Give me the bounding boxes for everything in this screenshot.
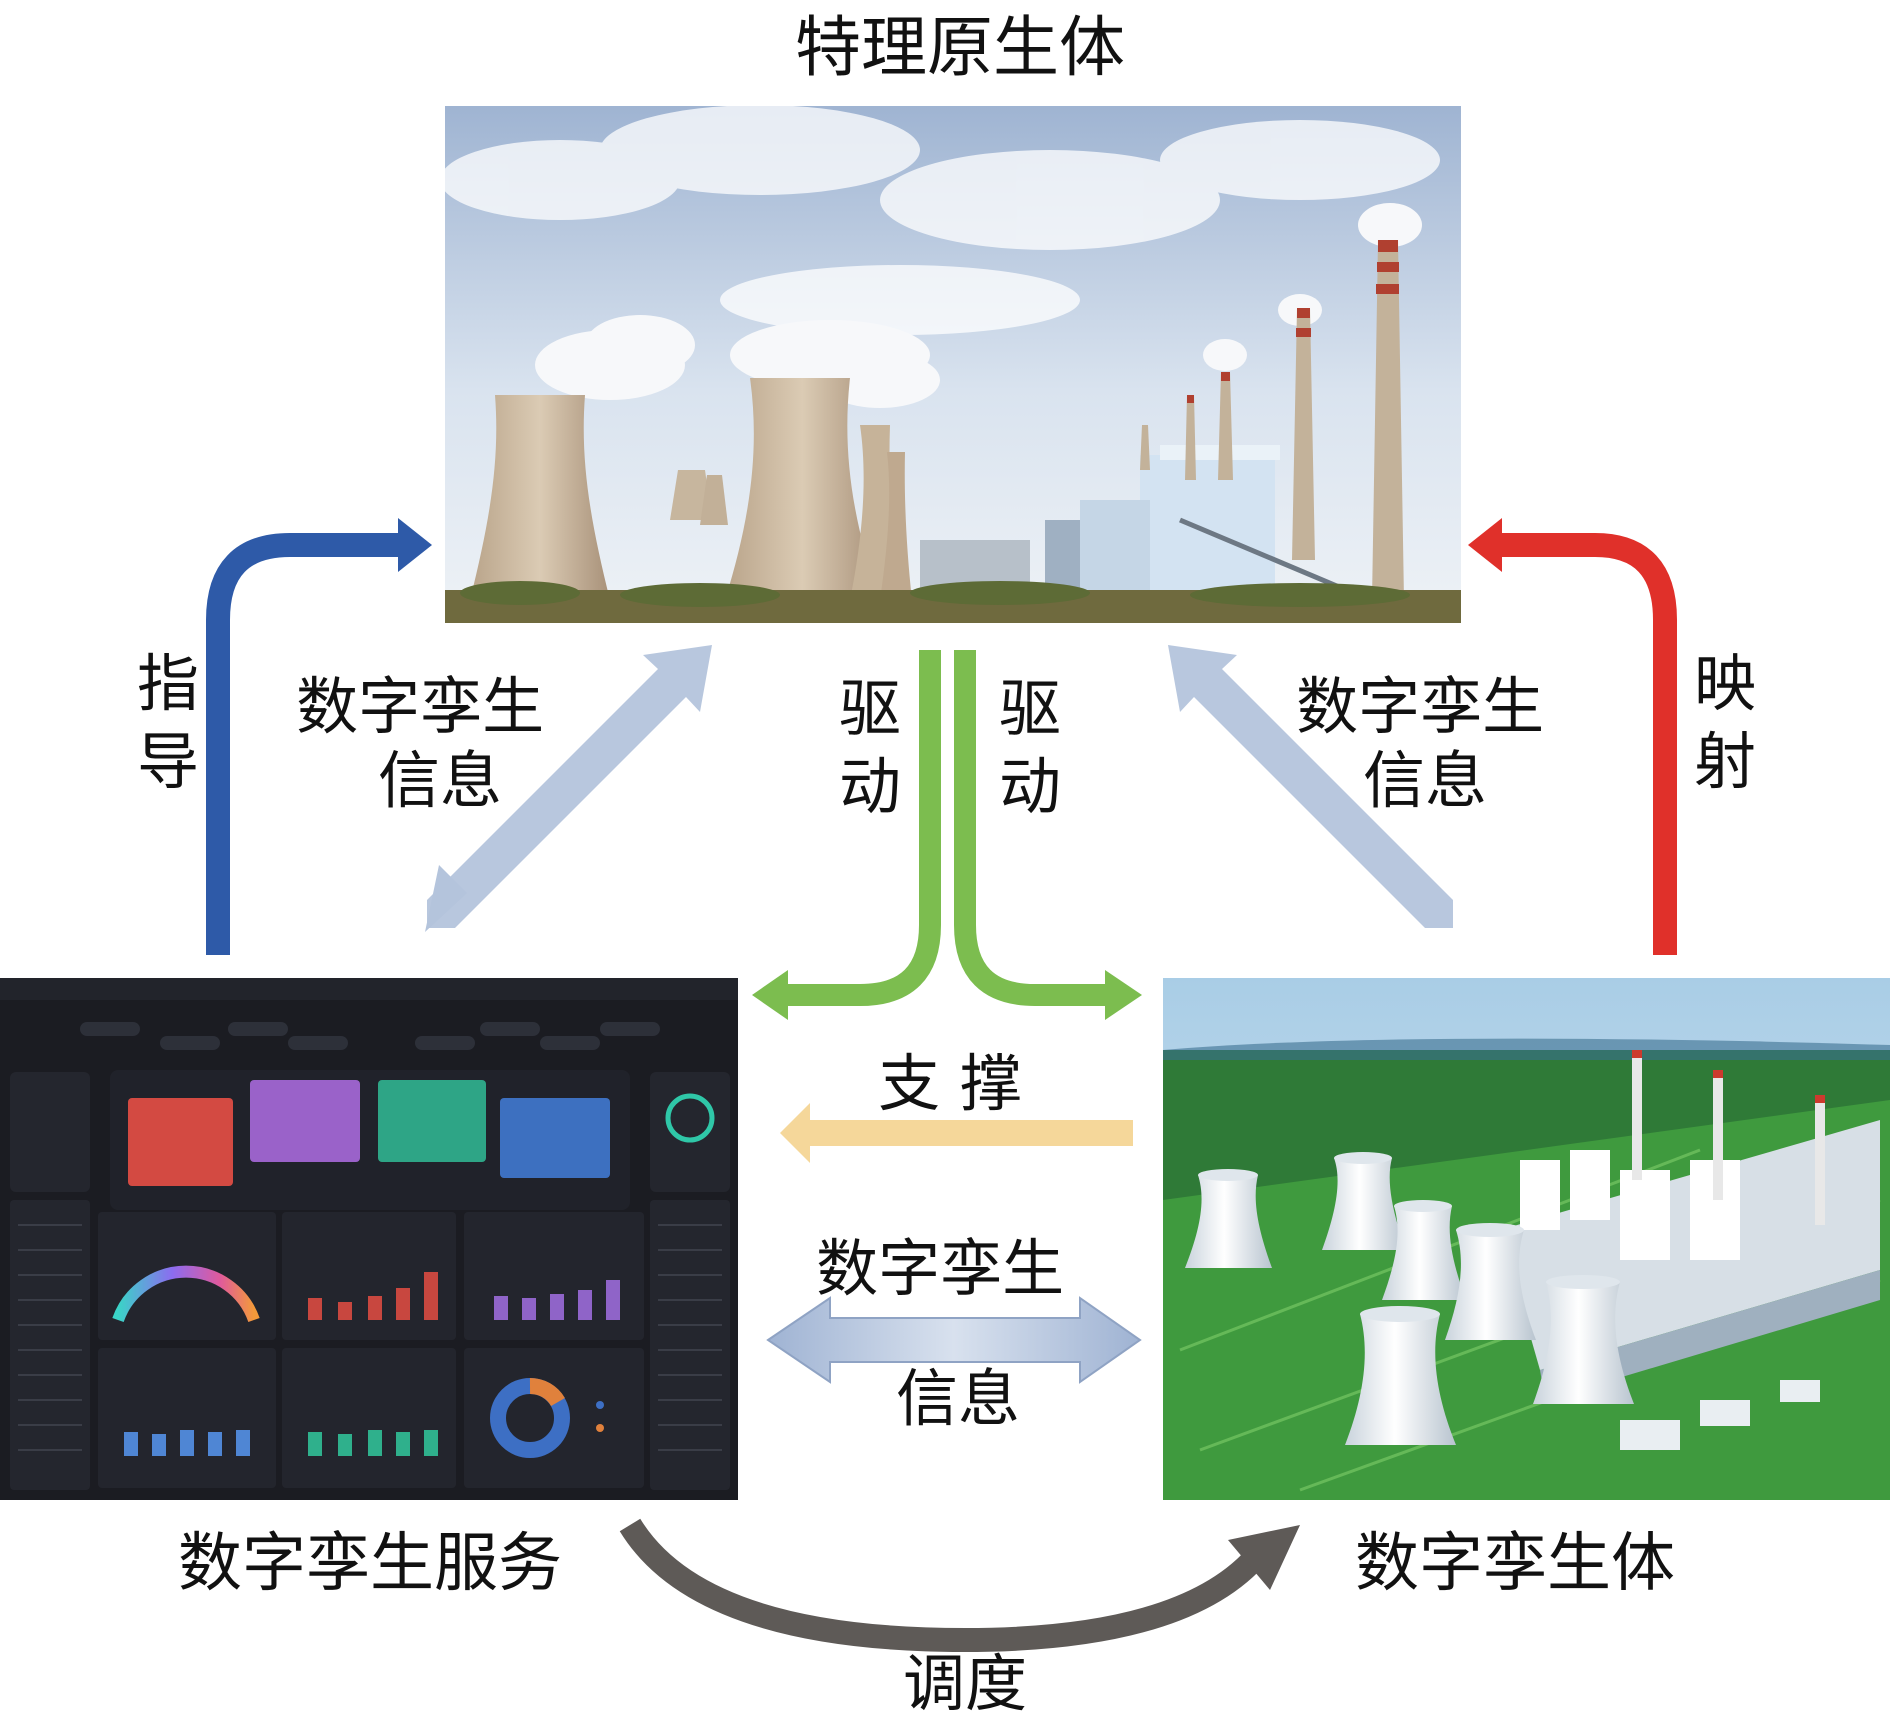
info-arrow-bottom — [766, 1296, 1142, 1384]
dispatch-arrow — [619, 1518, 1300, 1653]
dispatch-label: 调度 — [903, 1647, 1027, 1715]
support-arrow — [780, 1103, 1133, 1163]
guide-label-char: 导 — [137, 725, 199, 798]
drive-left-label-char: 驱 — [839, 672, 901, 745]
drive-right-label: 驱动 — [999, 672, 1061, 823]
guide-label-char: 指 — [137, 647, 199, 720]
info-arrow-left — [425, 645, 712, 932]
info-right-line1: 数字孪生 — [1296, 670, 1544, 743]
twin-entity-model — [1163, 978, 1890, 1500]
guide-label: 指导 — [137, 647, 199, 798]
map-arrow — [1468, 518, 1677, 955]
drive-right-label-char: 动 — [999, 750, 1061, 823]
guide-arrow — [206, 518, 432, 955]
info-bottom-line1: 数字孪生 — [816, 1232, 1064, 1305]
info-arrow-right — [1168, 645, 1453, 928]
power-plant-photo — [440, 105, 1461, 623]
info-left-line2: 信息 — [378, 744, 502, 817]
drive-arrows — [752, 650, 1142, 1020]
info-right-line2: 信息 — [1363, 744, 1487, 817]
drive-right-label-char: 驱 — [999, 672, 1061, 745]
info-left-label: 数字孪生 信息 — [296, 670, 564, 817]
info-right-label: 数字孪生 信息 — [1296, 670, 1564, 817]
info-left-line1: 数字孪生 — [296, 670, 544, 743]
map-label: 映射 — [1694, 647, 1756, 798]
twin-entity-label: 数字孪生体 — [1355, 1527, 1675, 1601]
twin-service-dashboard — [0, 978, 738, 1500]
info-bottom-line2: 信息 — [896, 1362, 1020, 1435]
drive-left-label-char: 动 — [839, 750, 901, 823]
map-label-char: 映 — [1694, 647, 1756, 720]
twin-service-label: 数字孪生服务 — [178, 1527, 562, 1601]
info-bottom-label: 数字孪生 信息 — [816, 1232, 1084, 1435]
drive-left-label: 驱动 — [839, 672, 901, 823]
map-label-char: 射 — [1694, 725, 1756, 798]
physical-entity-label: 特理原生体 — [795, 9, 1125, 86]
support-label: 支 撑 — [878, 1047, 1022, 1120]
